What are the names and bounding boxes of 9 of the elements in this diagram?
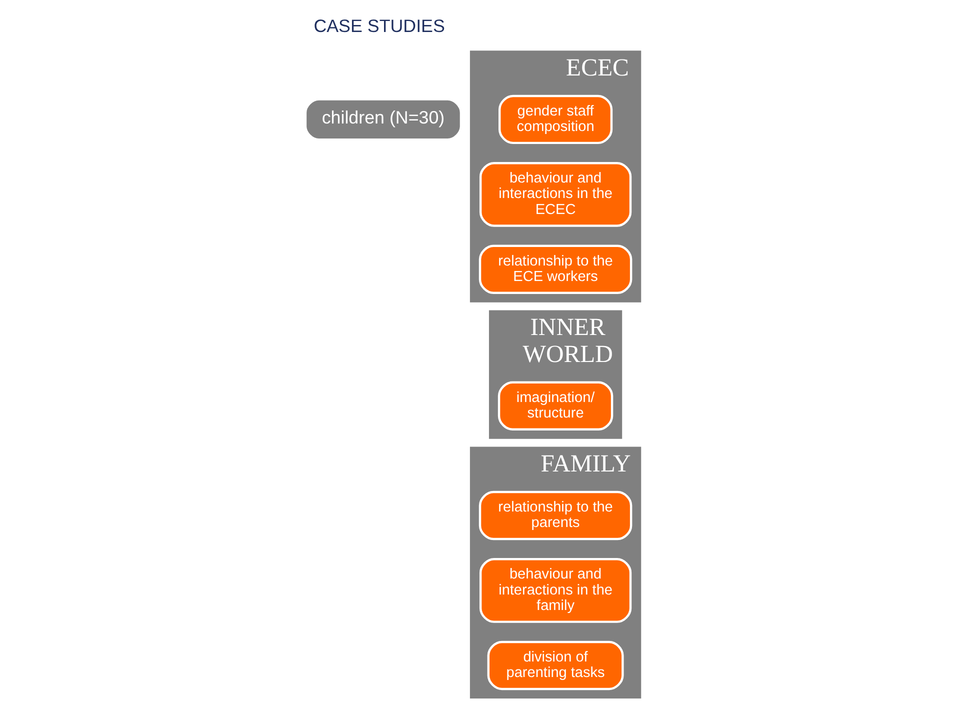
- node-box: division of parenting tasks: [486, 640, 624, 690]
- node-box: imagination/ structure: [497, 381, 613, 430]
- node-box: behaviour and interactions in the family: [478, 558, 632, 623]
- node-box: gender staff composition: [498, 94, 612, 144]
- diagram-title: CASE STUDIES: [313, 16, 444, 36]
- node-box: relationship to the ECE workers: [478, 244, 632, 294]
- node-box: relationship to the parents: [478, 490, 632, 540]
- node-box: behaviour and interactions in the ECEC: [478, 162, 632, 227]
- node-box: children (N=30): [304, 98, 462, 141]
